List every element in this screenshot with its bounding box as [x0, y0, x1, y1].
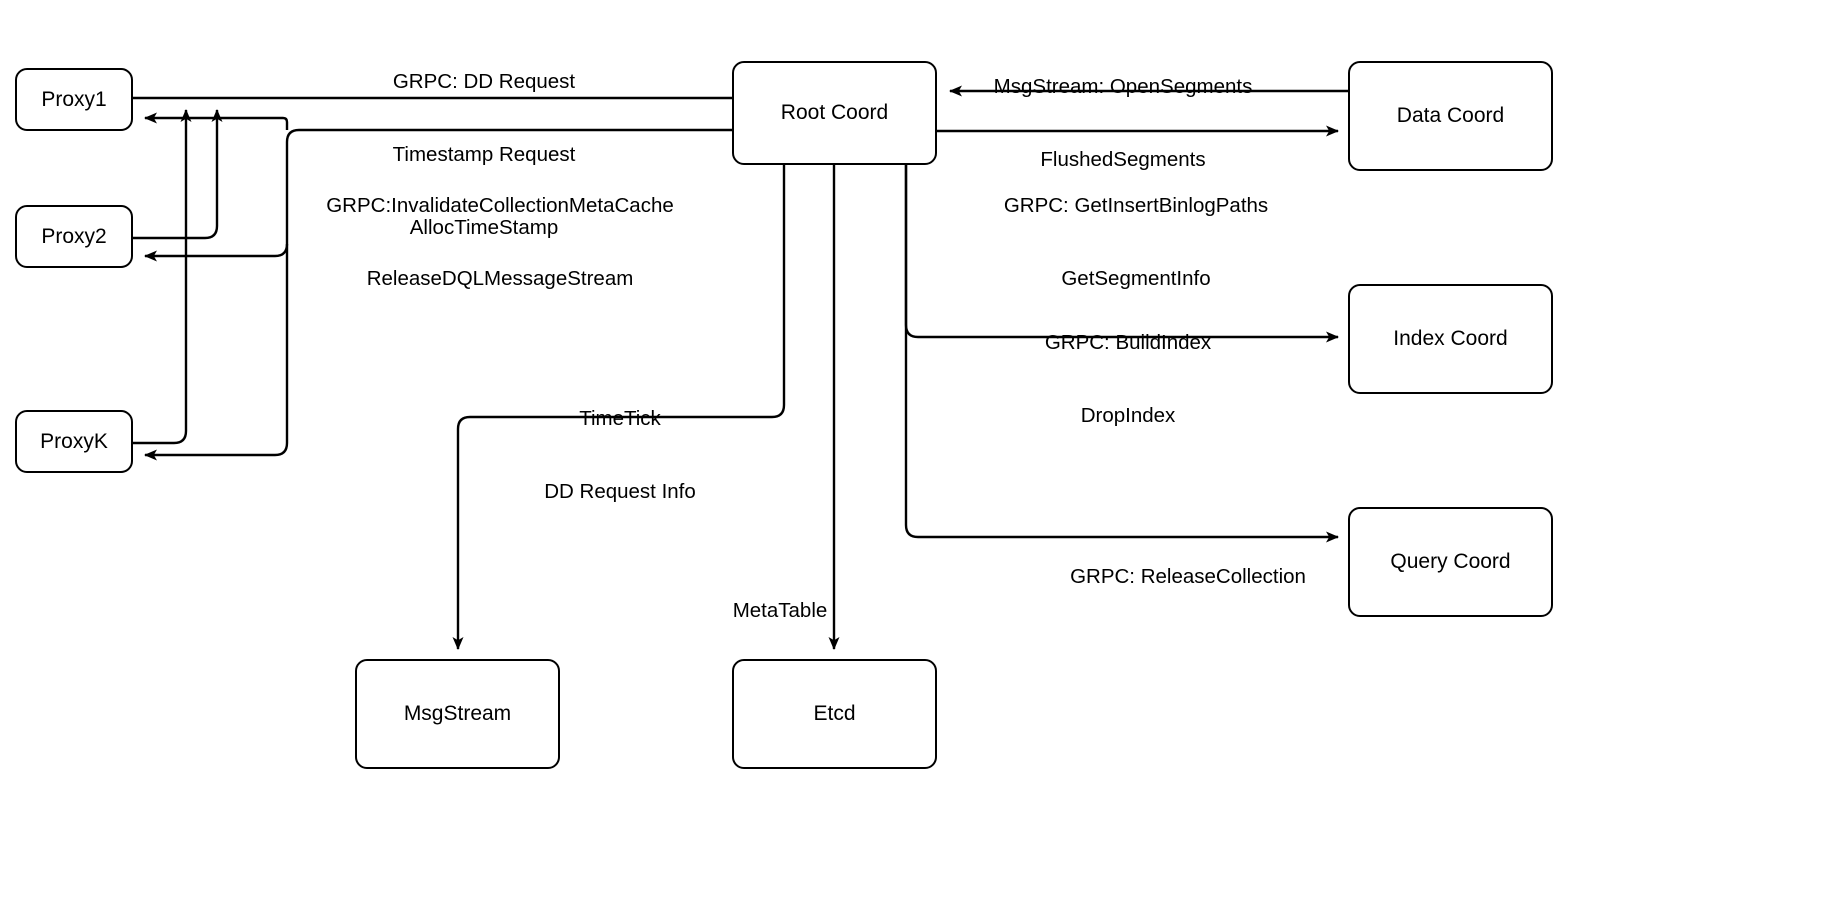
edge-label-root-to-etcd: MetaTable	[733, 551, 828, 672]
edge-label-line: Timestamp Request	[392, 142, 576, 166]
edge-label-root-to-indexcoord: GRPC: BuildIndex DropIndex	[1045, 283, 1211, 477]
node-label-query-coord: Query Coord	[1390, 550, 1511, 574]
node-label-data-coord: Data Coord	[1396, 104, 1505, 128]
edge-label-line: GRPC: ReleaseCollection	[1070, 565, 1306, 589]
edge-label-line: ReleaseDQLMessageStream	[366, 266, 634, 290]
node-proxy1[interactable]: Proxy1	[15, 68, 133, 131]
node-label-root-coord: Root Coord	[780, 101, 889, 125]
node-etcd[interactable]: Etcd	[732, 659, 937, 769]
wire-rail-to-proxy2	[144, 243, 289, 262]
wire-proxy2-to-rail	[133, 109, 223, 240]
node-query-coord[interactable]: Query Coord	[1348, 507, 1553, 617]
node-label-proxy2: Proxy2	[41, 224, 107, 248]
node-index-coord[interactable]: Index Coord	[1348, 284, 1553, 394]
wire-rootcoord-to-proxy-rail	[144, 128, 855, 461]
node-label-index-coord: Index Coord	[1393, 327, 1508, 351]
edge-label-line: TimeTick	[579, 407, 661, 431]
edge-label-root-to-querycoord: GRPC: ReleaseCollection	[1070, 517, 1306, 638]
node-msg-stream[interactable]: MsgStream	[355, 659, 560, 769]
edge-label-line: FlushedSegments	[1040, 147, 1206, 171]
edge-label-line: MetaTable	[732, 599, 828, 623]
edge-label-line: GRPC: BuildIndex	[1044, 331, 1212, 355]
node-label-msg-stream: MsgStream	[403, 702, 512, 726]
edge-label-line: GetSegmentInfo	[1061, 266, 1211, 290]
node-root-coord[interactable]: Root Coord	[732, 61, 937, 165]
wire-rootcoord-to-querycoord	[904, 165, 1339, 543]
edge-label-proxy-to-root: GRPC: DD Request Timestamp Request Alloc…	[393, 22, 576, 288]
node-proxyk[interactable]: ProxyK	[15, 410, 133, 473]
wire-rail-to-proxy1	[144, 112, 289, 130]
node-proxy2[interactable]: Proxy2	[15, 205, 133, 268]
edge-label-line: MsgStream: OpenSegments	[993, 75, 1253, 99]
node-label-proxyk: ProxyK	[40, 429, 108, 453]
edge-label-line: GRPC: GetInsertBinlogPaths	[1003, 194, 1269, 218]
edge-label-line: DropIndex	[1080, 403, 1176, 427]
edge-label-datacoord-to-root: MsgStream: OpenSegments FlushedSegments	[994, 27, 1253, 221]
node-label-proxy1: Proxy1	[41, 87, 107, 111]
wire-proxyk-to-rail	[133, 109, 192, 445]
edge-label-line: GRPC:InvalidateCollectionMetaCache	[326, 194, 674, 218]
node-data-coord[interactable]: Data Coord	[1348, 61, 1553, 171]
edge-label-line: DD Request Info	[544, 479, 696, 503]
edge-label-root-to-msgstream: TimeTick DD Request Info	[544, 359, 696, 553]
node-label-etcd: Etcd	[813, 702, 856, 726]
edge-label-line: AllocTimeStamp	[409, 215, 559, 239]
edge-label-line: GRPC: DD Request	[392, 70, 576, 94]
wire-rootcoord-to-msgstream	[452, 165, 786, 650]
edge-label-root-to-datacoord: GRPC: GetInsertBinlogPaths GetSegmentInf…	[1004, 146, 1268, 340]
edge-label-root-to-proxy: GRPC:InvalidateCollectionMetaCache Relea…	[326, 146, 674, 340]
